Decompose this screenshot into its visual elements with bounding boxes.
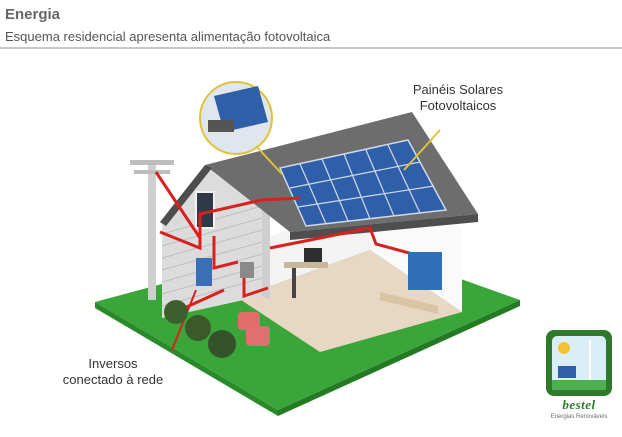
detail-leader xyxy=(255,145,283,175)
lawn-edge-right xyxy=(278,300,520,416)
header-divider xyxy=(0,47,622,49)
armchair-2 xyxy=(246,326,270,346)
roof-gable-edge xyxy=(160,165,212,226)
meter-box xyxy=(240,262,254,278)
pole-crossarm-2 xyxy=(134,170,170,174)
inverter-box xyxy=(196,258,212,286)
wall-section xyxy=(262,190,270,300)
solar-panels-label: Painéis Solares Fotovoltaicos xyxy=(388,82,528,114)
solar-panel-array xyxy=(278,139,448,227)
lawn-edge xyxy=(95,302,278,416)
inverter-label-line1: Inversos xyxy=(88,356,138,371)
page-title: Energia xyxy=(5,6,61,23)
shrub xyxy=(185,315,211,341)
desk-computer xyxy=(304,248,322,262)
utility-pole xyxy=(148,160,156,300)
logo-sun xyxy=(558,342,570,354)
shrub xyxy=(164,300,188,324)
house-illustration xyxy=(95,81,612,416)
logo-ground xyxy=(552,380,606,390)
armchair xyxy=(238,312,260,330)
solar-label-line2: Fotovoltaicos xyxy=(419,98,497,113)
logo-name: bestel xyxy=(562,397,596,412)
solar-label-leader xyxy=(403,129,441,171)
tv xyxy=(408,252,442,290)
logo-tagline: Energias Renováveis xyxy=(550,414,608,420)
pole-crossarm xyxy=(130,160,174,165)
inverter-label-line2: conectado à rede xyxy=(62,372,164,387)
detail-clamp xyxy=(208,120,234,132)
header: Energia Esquema residencial apresenta al… xyxy=(0,0,622,49)
desk-leg xyxy=(292,268,296,298)
logo-mini-panel xyxy=(558,366,576,378)
tv-stand xyxy=(380,292,438,314)
page-subtitle: Esquema residencial apresenta alimentaçã… xyxy=(5,29,331,44)
shrub xyxy=(208,330,236,358)
desk xyxy=(284,262,328,268)
service-wire xyxy=(154,171,202,239)
room-floor xyxy=(238,250,462,352)
solar-label-line1: Painéis Solares xyxy=(412,82,504,97)
inverter-label: Inversos conectado à rede xyxy=(38,356,188,388)
